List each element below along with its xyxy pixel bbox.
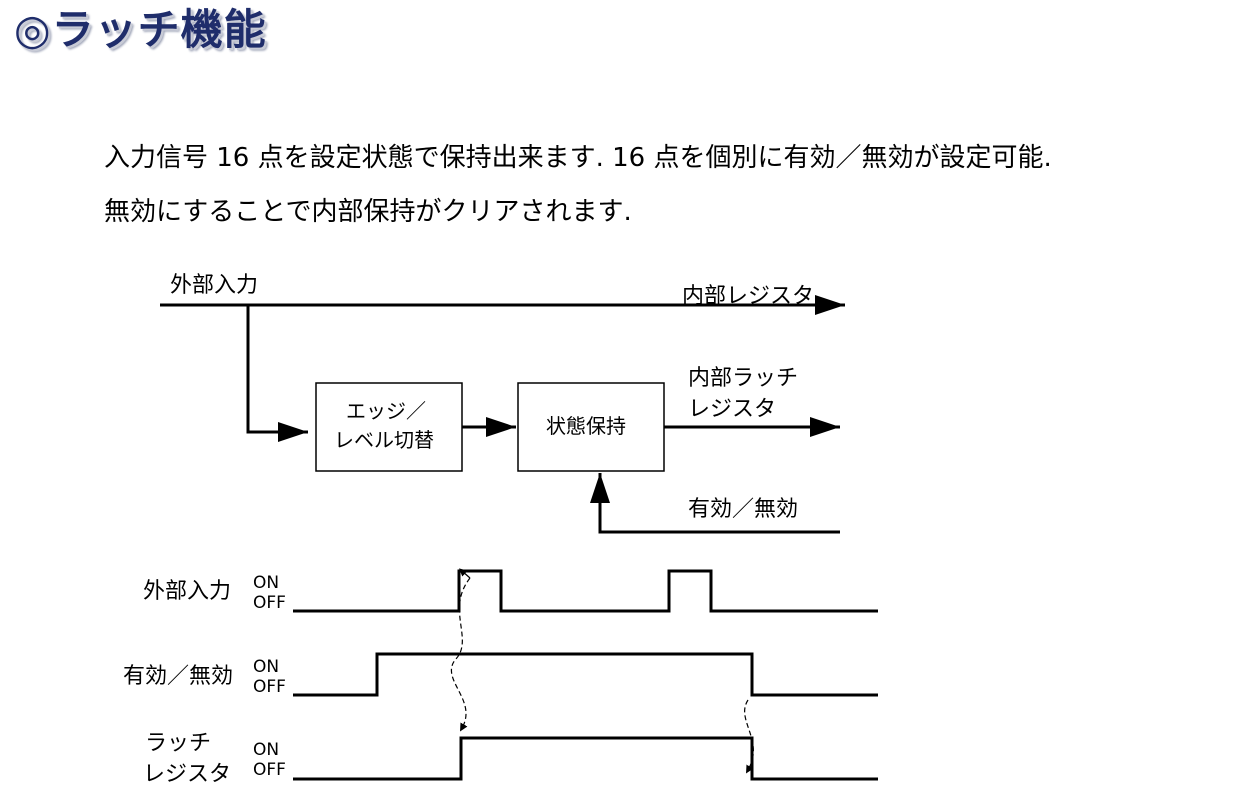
latch-register-label-line2: レジスタ (688, 397, 776, 422)
timing-latch-on: ON (253, 740, 279, 760)
timing-latch-label-line2: レジスタ (143, 762, 231, 787)
edge-level-box (315, 382, 463, 472)
timing-enable-label: 有効／無効 (123, 664, 233, 689)
timing-external-input-off: OFF (253, 593, 286, 613)
timing-enable-on: ON (253, 657, 279, 677)
latch-register-waveform (293, 736, 878, 781)
edge-level-box-line1: エッジ／ (346, 399, 426, 423)
state-hold-box-label: 状態保持 (546, 414, 626, 438)
timing-chart: 外部入力 ON OFF 有効／無効 ON OFF ラッチ レジスタ ON OFF (123, 568, 878, 787)
block-diagram: 外部入力 内部レジスタ エッジ／ レベル切替 状態保持 内部ラッチ レジスタ 有… (160, 273, 845, 534)
timing-latch-off: OFF (253, 760, 286, 780)
internal-register-label: 内部レジスタ (682, 284, 814, 309)
timing-external-input-label: 外部入力 (143, 579, 231, 604)
enable-line (590, 473, 840, 534)
external-input-label: 外部入力 (170, 273, 258, 298)
enable-waveform (293, 652, 878, 697)
description-line-1: 入力信号 16 点を設定状態で保持出来ます. 16 点を個別に有効／無効が設定可… (104, 143, 1052, 173)
timing-external-input-on: ON (253, 573, 279, 593)
enable-label: 有効／無効 (688, 497, 798, 522)
description-line-2: 無効にすることで内部保持がクリアされます. (104, 197, 632, 227)
external-input-waveform (293, 569, 878, 613)
set-causality-arrow-start (458, 568, 471, 579)
timing-enable-off: OFF (253, 677, 286, 697)
edge-level-box-line2: レベル切替 (334, 428, 434, 452)
latch-register-label-line1: 内部ラッチ (688, 366, 798, 391)
state-hold-box (517, 382, 665, 472)
clear-causality-arrow (744, 699, 754, 774)
timing-latch-label-line1: ラッチ (145, 731, 211, 756)
page-title: ◎ラッチ機能 (14, 5, 267, 54)
branch-to-edge-level-line (246, 305, 308, 442)
